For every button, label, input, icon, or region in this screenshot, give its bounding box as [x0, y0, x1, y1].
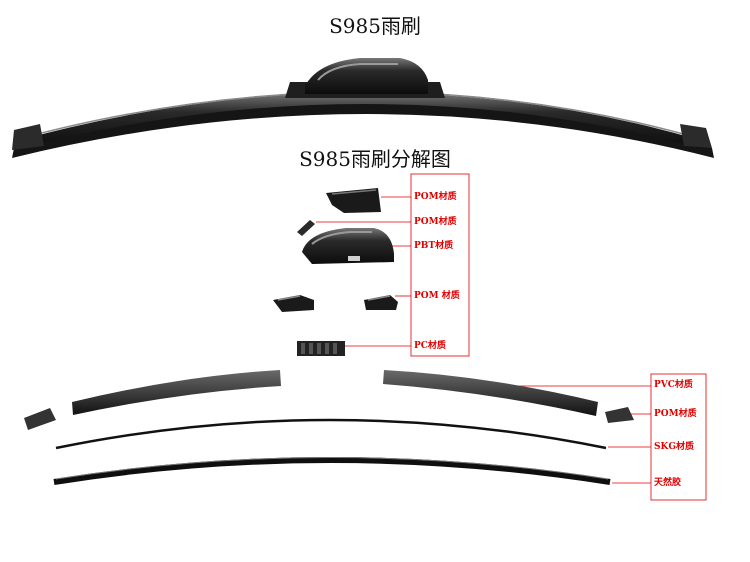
part-clip [297, 220, 315, 236]
part-end-connectors [273, 295, 398, 312]
label-pom-endcap: POM材质 [654, 409, 697, 419]
exploded-view-title: S985雨刷分解图 [299, 147, 451, 171]
label-pom-clip: POM材质 [414, 217, 457, 227]
part-end-caps [24, 407, 634, 430]
assembled-wiper [12, 58, 714, 158]
part-adapter-block [297, 341, 345, 356]
label-pc-adapter: PC材质 [414, 341, 446, 351]
label-rubber-blade: 天然胶 [654, 478, 682, 488]
label-skg-spine: SKG材质 [654, 442, 695, 452]
lower-callout-lines [512, 373, 707, 501]
part-rubber-blade [53, 457, 611, 485]
label-pbt-housing: PBT材质 [414, 241, 454, 251]
part-steel-spine [55, 418, 607, 450]
part-top-cap [326, 188, 381, 213]
product-title: S985雨刷 [329, 14, 421, 38]
label-pvc-spoiler: PVC材质 [654, 380, 693, 390]
part-spoiler-left [72, 370, 281, 415]
label-pom-cap: POM材质 [414, 192, 457, 202]
part-spoiler-right [383, 370, 598, 416]
part-spoiler-housing [302, 228, 394, 264]
upper-callout-lines [316, 173, 470, 357]
label-pom-connectors: POM 材质 [414, 291, 460, 301]
